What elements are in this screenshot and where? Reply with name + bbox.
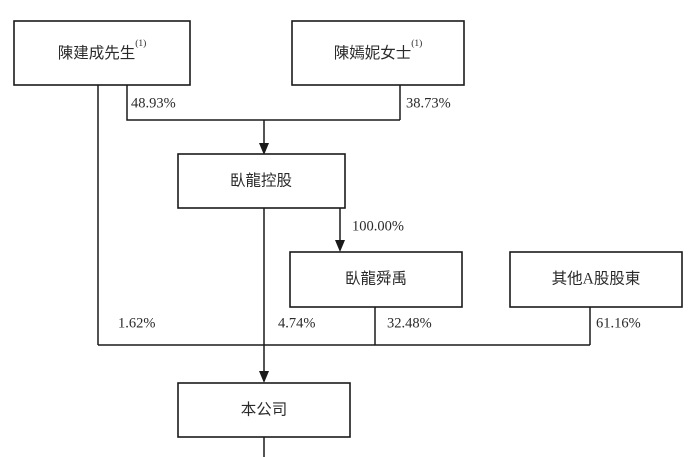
node-wolong-shunyu[interactable]: 臥龍舜禹 [289,251,463,308]
node-box-the-company [177,382,351,438]
node-box-wolong-shunyu [289,251,463,308]
arrowhead-wolong-shunyu [335,240,345,252]
node-label-the-company: 本公司 [241,401,288,419]
percent-label-chen-jiancheng-company: 1.62% [118,315,155,331]
node-box-chen-jiancheng [13,20,191,86]
node-box-chen-yanni [291,20,465,86]
percent-label-wolong-holding-company: 4.74% [278,315,315,331]
node-label-wolong-holding: 臥龍控股 [230,172,292,190]
node-chen-yanni[interactable]: 陳嫣妮女士(1) [291,20,465,86]
node-label-other-a-holders: 其他A股股東 [552,270,641,288]
node-box-wolong-holding [177,153,346,209]
node-box-other-a-holders [509,251,683,308]
percent-label-chen-jiancheng-wolong-holding: 48.93% [131,95,176,111]
arrowhead-the-company [259,371,269,383]
node-chen-jiancheng[interactable]: 陳建成先生(1) [13,20,191,86]
percent-label-wolong-holding-shunyu: 100.00% [352,218,404,234]
percent-label-other-a-holders-company: 61.16% [596,315,641,331]
percent-label-chen-yanni-wolong-holding: 38.73% [406,95,451,111]
node-label-wolong-shunyu: 臥龍舜禹 [345,270,407,288]
arrowhead-wolong-holding [259,143,269,155]
node-label-chen-yanni: 陳嫣妮女士(1) [334,38,423,61]
node-wolong-holding[interactable]: 臥龍控股 [177,153,346,209]
node-the-company[interactable]: 本公司 [177,382,351,438]
node-other-a-holders[interactable]: 其他A股股東 [509,251,683,308]
percent-label-shunyu-company: 32.48% [387,315,432,331]
connector-chen-jiancheng-to-wolong-holding [126,85,400,121]
node-label-chen-jiancheng: 陳建成先生(1) [58,38,147,61]
